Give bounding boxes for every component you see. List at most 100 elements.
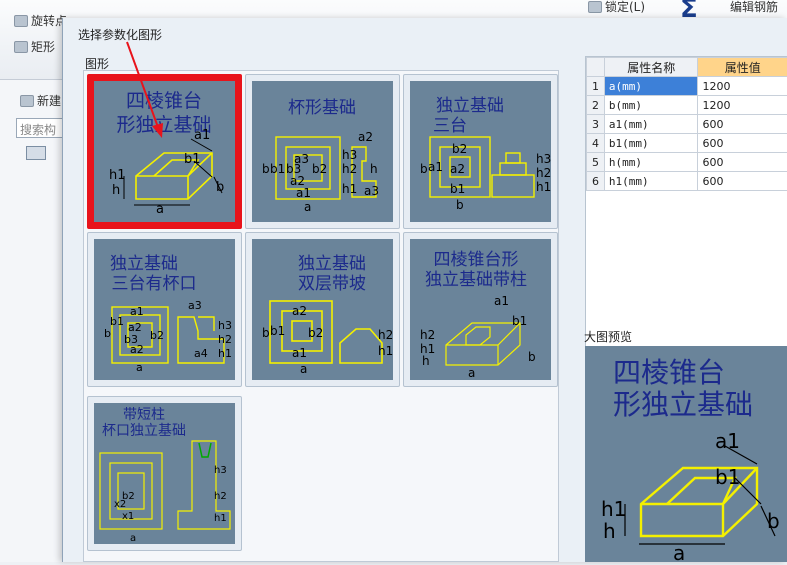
search-input[interactable]: 搜索构件 — [16, 118, 66, 138]
row-number: 1 — [587, 77, 605, 96]
svg-text:b1: b1 — [270, 324, 285, 338]
tile-title-line: 三台有杯口 — [112, 274, 197, 294]
property-value-cell[interactable]: 1200 — [698, 77, 787, 96]
edit-rebar-label: 编辑钢筋 — [730, 0, 778, 14]
rotate-point-button[interactable]: 旋转点 — [14, 12, 67, 29]
tile-title-line: 带短柱 — [123, 407, 165, 423]
svg-text:a2: a2 — [292, 304, 307, 318]
lock-label: 锁定(L) — [605, 0, 645, 14]
svg-text:b2: b2 — [308, 326, 323, 340]
svg-text:x2: x2 — [114, 499, 126, 510]
tile-title-line: 独立基础 — [436, 96, 504, 116]
svg-text:h3: h3 — [536, 152, 551, 166]
row-number: 2 — [587, 96, 605, 115]
row-number: 6 — [587, 172, 605, 191]
svg-text:a3: a3 — [364, 184, 379, 198]
row-number: 4 — [587, 134, 605, 153]
row-number-header — [587, 58, 605, 77]
property-value-header: 属性值 — [698, 58, 787, 77]
svg-text:b: b — [262, 326, 270, 340]
svg-text:a1: a1 — [292, 346, 307, 360]
svg-text:h2: h2 — [420, 328, 435, 342]
tile-title-line: 杯形基础 — [288, 98, 356, 118]
svg-text:h1: h1 — [218, 347, 232, 360]
edit-rebar-button[interactable]: 编辑钢筋 — [730, 0, 778, 15]
tile-title-line: 独立基础 — [110, 254, 178, 274]
property-value-cell[interactable]: 1200 — [698, 96, 787, 115]
svg-text:a3: a3 — [294, 152, 309, 166]
preview-dim-label: a1 — [715, 429, 740, 453]
dialog-title: 选择参数化图形 — [78, 26, 162, 43]
preview-dim-label: b1 — [715, 465, 740, 489]
svg-text:a: a — [304, 200, 311, 214]
svg-text:a1: a1 — [194, 128, 210, 143]
svg-text:a1: a1 — [296, 186, 311, 200]
svg-text:h1: h1 — [536, 180, 551, 194]
property-name-cell: b(mm) — [604, 96, 698, 115]
rectangle-label: 矩形 — [31, 40, 55, 54]
property-value-cell[interactable]: 600 — [698, 153, 787, 172]
svg-text:x1: x1 — [122, 511, 134, 522]
svg-text:b: b — [420, 162, 428, 176]
new-button[interactable]: 新建 — [20, 92, 61, 109]
tile-title-line: 杯口独立基础 — [102, 422, 186, 439]
svg-text:b1: b1 — [270, 162, 285, 176]
svg-text:b: b — [104, 327, 111, 340]
preview-dim-label: h1 — [601, 497, 626, 521]
preview-title-line: 形独立基础 — [613, 388, 753, 421]
svg-text:h1: h1 — [214, 513, 227, 524]
row-number: 5 — [587, 153, 605, 172]
tree-node-icon[interactable] — [26, 146, 46, 160]
preview-title-line: 四棱锥台 — [613, 356, 725, 389]
svg-text:h1: h1 — [109, 168, 126, 183]
svg-text:b1: b1 — [450, 182, 465, 196]
property-value-cell[interactable]: 600 — [698, 134, 787, 153]
property-name-header: 属性名称 — [604, 58, 698, 77]
svg-text:b: b — [262, 162, 270, 176]
new-label: 新建 — [37, 94, 61, 108]
preview-dim-label: h — [603, 519, 616, 543]
svg-text:a2: a2 — [450, 162, 465, 176]
svg-text:b1: b1 — [512, 314, 527, 328]
tile-title-line: 三台 — [433, 116, 467, 136]
svg-text:h: h — [370, 162, 378, 176]
lock-button[interactable]: 锁定(L) — [588, 0, 645, 15]
new-icon — [20, 95, 34, 107]
svg-text:a: a — [136, 361, 143, 374]
property-name-cell: b1(mm) — [604, 134, 698, 153]
tile-title-line: 独立基础 — [298, 254, 366, 274]
rectangle-button[interactable]: 矩形 — [14, 38, 55, 55]
lock-icon — [588, 1, 602, 13]
svg-text:h2: h2 — [378, 328, 393, 342]
property-value-cell[interactable]: 600 — [698, 115, 787, 134]
rectangle-icon — [14, 41, 28, 53]
property-value-cell[interactable]: 600 — [698, 172, 787, 191]
property-name-cell: a(mm) — [604, 77, 698, 96]
svg-text:h1: h1 — [378, 344, 393, 358]
preview-dim-label: a — [673, 541, 685, 562]
svg-text:h: h — [422, 354, 430, 368]
svg-text:a: a — [468, 366, 475, 380]
